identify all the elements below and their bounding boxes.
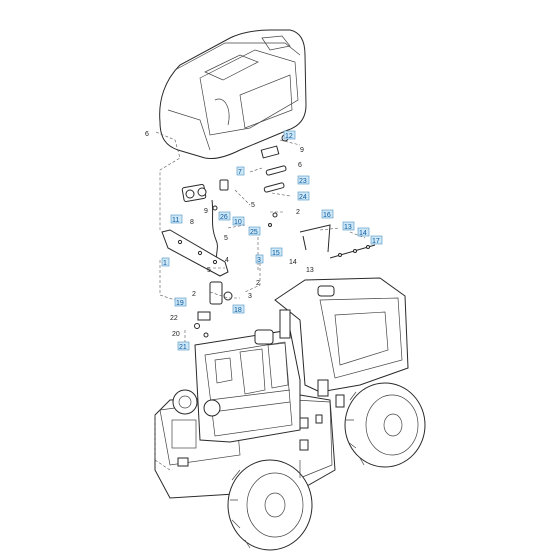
callout-label: 25 (250, 229, 258, 236)
callout-label: 8 (190, 219, 194, 226)
callout-label: 9 (300, 147, 304, 154)
callout-label: 2 (192, 291, 196, 298)
callout-label: 14 (289, 259, 297, 266)
callout-label: 23 (299, 178, 307, 185)
callout-label: 6 (145, 131, 149, 138)
callout-label: 26 (220, 214, 228, 221)
callout-label: 13 (306, 267, 314, 274)
latch-parts (194, 281, 233, 338)
callout-label: 19 (176, 300, 184, 307)
callout-label: 24 (299, 194, 307, 201)
callout-label: 14 (359, 230, 367, 237)
gauge-cluster (181, 179, 229, 263)
callout-labels: 6 12 9 6 7 23 24 5 2 11 8 9 26 10 16 13 … (145, 130, 383, 351)
front-bracket (161, 229, 229, 277)
callout-label: 22 (170, 315, 178, 322)
callout-label: 4 (225, 257, 229, 264)
callout-label: 15 (272, 250, 280, 257)
hinge-parts (260, 134, 289, 227)
callout-label: 13 (344, 224, 352, 231)
callout-label: 6 (298, 162, 302, 169)
callout-label: 1 (163, 260, 167, 267)
machine-body (154, 277, 426, 551)
callout-label: 10 (234, 219, 242, 226)
callout-label: 3 (257, 257, 261, 264)
callout-label: 12 (285, 133, 293, 140)
callout-label: 5 (251, 202, 255, 209)
callout-label: 2 (296, 209, 300, 216)
callout-label: 5 (207, 267, 211, 274)
callout-label: 9 (204, 208, 208, 215)
callout-label: 11 (172, 217, 179, 224)
leader-lines (154, 131, 366, 471)
callout-label: 17 (372, 238, 380, 245)
rod-assembly (299, 224, 376, 259)
callout-label: 16 (323, 212, 331, 219)
callout-label: 3 (248, 293, 252, 300)
callout-label: 21 (179, 344, 187, 351)
engine-hood (159, 29, 307, 159)
callout-label: 2 (256, 280, 260, 287)
callout-label: 18 (234, 307, 242, 314)
callout-label: 5 (224, 235, 228, 242)
callout-label: 20 (172, 331, 180, 338)
callout-label: 7 (238, 169, 242, 176)
